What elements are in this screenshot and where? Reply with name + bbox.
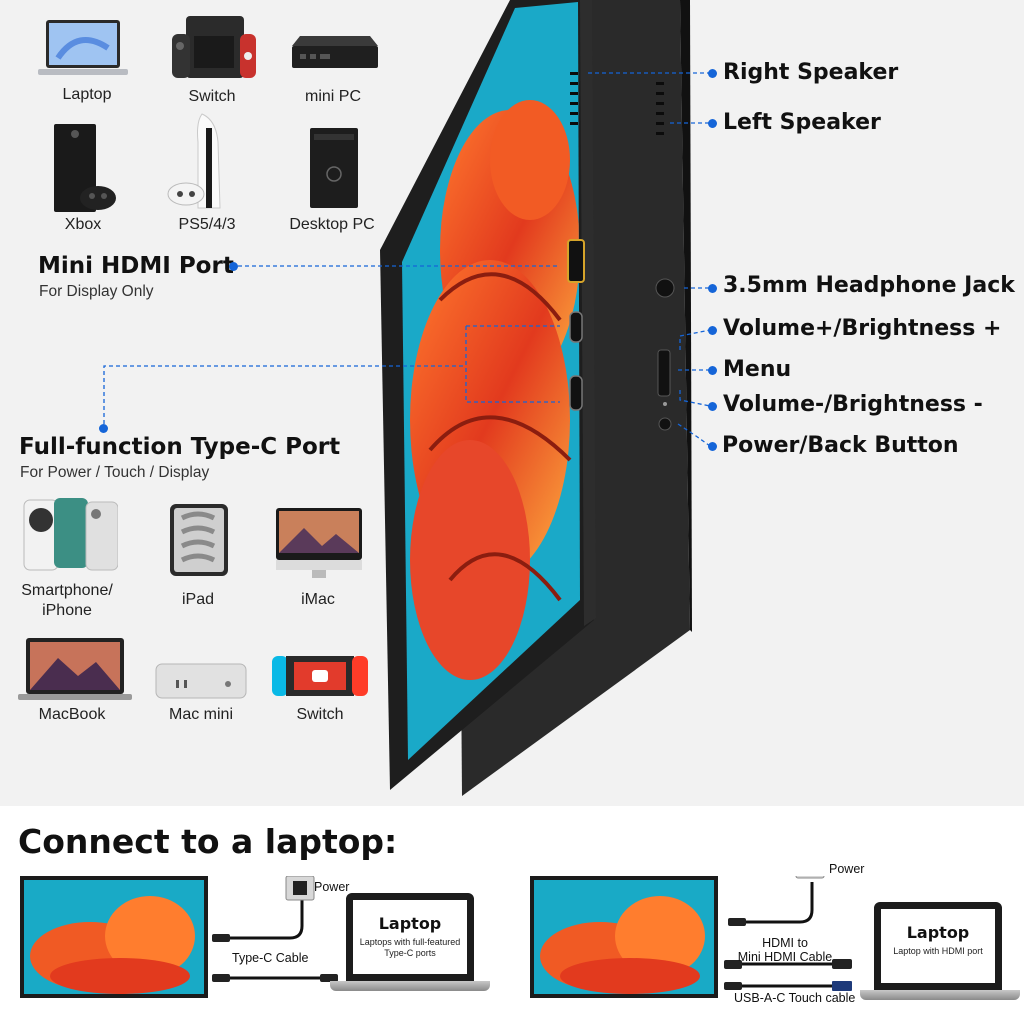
- device-label-desktop-pc: Desktop PC: [289, 216, 375, 233]
- device-label-macbook: MacBook: [38, 706, 106, 723]
- type-c-connection-diagram: [20, 876, 338, 998]
- device-label-xbox: Xbox: [64, 216, 102, 233]
- typec-callout-dot: [99, 424, 108, 433]
- left-cable-label: Type-C Cable: [232, 951, 309, 965]
- typec-port-subtitle: For Power / Touch / Display: [20, 464, 210, 481]
- right-laptop-base: [860, 990, 1020, 1000]
- hdmi-leader-line: [238, 265, 558, 267]
- headphone-jack-dot: [708, 284, 717, 293]
- right-laptop-desc: Laptop with HDMI port: [893, 946, 983, 956]
- mini-pc-icon: [292, 36, 378, 68]
- right-laptop-screen: Laptop Laptop with HDMI port: [874, 902, 1002, 990]
- device-label-mini-pc: mini PC: [304, 88, 361, 105]
- volume-up-label: Volume+/Brightness +: [723, 316, 1002, 341]
- left-power-label: Power: [314, 880, 350, 894]
- connect-title: Connect to a laptop:: [18, 822, 398, 861]
- game-console-icon: [172, 16, 256, 78]
- hdmi-port-title: Mini HDMI Port: [38, 253, 234, 279]
- right-power-label: Power: [829, 862, 865, 876]
- device-label-smartphone: Smartphone/ iPhone: [21, 582, 113, 619]
- left-laptop-desc: Laptops with full-featured Type-C ports: [359, 937, 461, 958]
- callout-leader-lines: [588, 72, 711, 447]
- right-speaker-dot: [708, 69, 717, 78]
- imac-icon: [276, 508, 362, 578]
- left-laptop-base: [330, 981, 490, 991]
- volume-up-dot: [708, 326, 717, 335]
- desktop-pc-icon: [310, 128, 358, 208]
- mac-mini-icon: [155, 663, 247, 699]
- xbox-icon: [54, 124, 116, 212]
- switch-icon: [272, 656, 368, 696]
- device-label-laptop: Laptop: [62, 86, 112, 103]
- volume-down-label: Volume-/Brightness -: [723, 392, 983, 417]
- device-label-ipad: iPad: [181, 591, 215, 608]
- left-laptop-screen: Laptop Laptops with full-featured Type-C…: [346, 893, 474, 981]
- device-label-switch-2: Switch: [296, 706, 344, 723]
- headphone-jack-label: 3.5mm Headphone Jack: [723, 273, 1015, 298]
- hdmi-connection-diagram: [530, 876, 852, 998]
- menu-dot: [708, 366, 717, 375]
- smartphone-icon: [23, 498, 118, 571]
- device-label-mac-mini: Mac mini: [168, 706, 233, 723]
- left-speaker-dot: [708, 119, 717, 128]
- hdmi-port-subtitle: For Display Only: [39, 283, 154, 300]
- power-button-dot: [708, 442, 717, 451]
- right-usb-cable-label: USB-A-C Touch cable: [734, 991, 856, 1005]
- laptop-icon: [38, 20, 128, 75]
- hdmi-callout-dot: [229, 262, 238, 271]
- right-speaker-label: Right Speaker: [723, 60, 899, 85]
- device-label-ps5: PS5/4/3: [178, 216, 236, 233]
- menu-label: Menu: [723, 357, 792, 382]
- typec-leader-line: [103, 325, 560, 424]
- portable-monitor-image: [380, 0, 692, 796]
- device-label-switch: Switch: [188, 88, 236, 105]
- right-hdmi-cable-label: HDMI to Mini HDMI Cable: [737, 936, 833, 964]
- power-button-label: Power/Back Button: [722, 433, 959, 458]
- right-laptop-title: Laptop: [906, 923, 970, 942]
- tablet-icon: [170, 504, 228, 576]
- playstation-icon: [167, 113, 221, 209]
- left-speaker-label: Left Speaker: [723, 110, 881, 135]
- left-laptop-title: Laptop: [378, 914, 442, 933]
- macbook-icon: [18, 638, 132, 700]
- typec-port-title: Full-function Type-C Port: [19, 434, 341, 460]
- device-label-imac: iMac: [301, 591, 335, 608]
- volume-down-dot: [708, 402, 717, 411]
